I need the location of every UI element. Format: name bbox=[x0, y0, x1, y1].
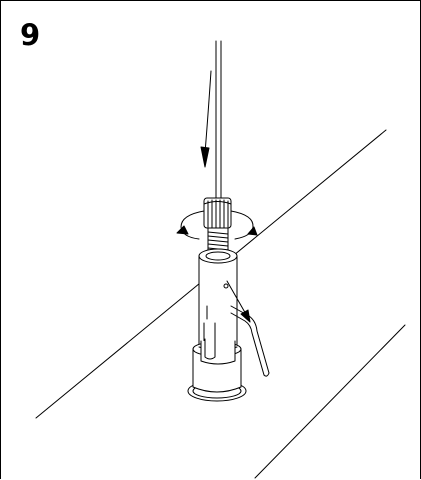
knurled-nut bbox=[203, 197, 232, 229]
gripper-lower bbox=[200, 338, 236, 365]
step-number: 9 bbox=[20, 18, 41, 52]
rotate-arrow-icon bbox=[176, 210, 258, 240]
rod bbox=[215, 40, 222, 199]
down-arrow-icon bbox=[200, 70, 212, 168]
direction-arrow-icon bbox=[226, 280, 251, 323]
